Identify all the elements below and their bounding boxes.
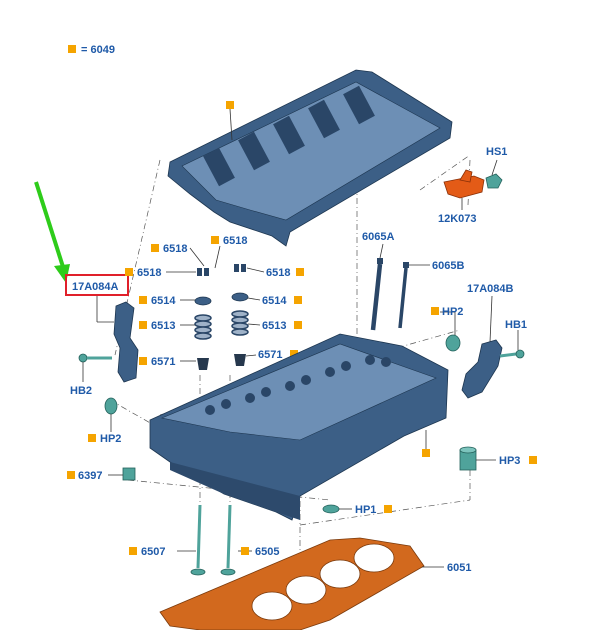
label-6513-b: 6513 [262, 320, 286, 332]
valves-icon [177, 504, 252, 576]
label-hp2-right: HP2 [442, 306, 463, 318]
label-6518-c: 6518 [137, 267, 161, 279]
label-6514-b: 6514 [262, 295, 287, 307]
green-pointer-arrow-icon [34, 181, 70, 283]
bracket-17a084a-icon [113, 301, 139, 383]
label-6051: 6051 [447, 562, 471, 574]
6518-b-marker-icon [211, 236, 219, 244]
6397-marker-icon [67, 471, 75, 479]
label-17a084a: 17A084A [72, 281, 119, 293]
6571-b-marker-icon [290, 350, 298, 358]
bolt-6065a-icon [370, 243, 384, 331]
legend-marker-icon [68, 45, 76, 53]
hp3-marker-icon [529, 456, 537, 464]
label-6507: 6507 [141, 546, 165, 558]
label-6513-a: 6513 [151, 320, 175, 332]
hp2-left-marker-icon [88, 434, 96, 442]
label-hp2-left: HP2 [100, 433, 121, 445]
6514-b-marker-icon [294, 296, 302, 304]
label-hp3: HP3 [499, 455, 520, 467]
camshaft-carrier [167, 69, 453, 247]
6507-marker-icon [129, 547, 137, 555]
6397-plug-icon [108, 467, 136, 481]
valve-train-parts [194, 264, 249, 370]
label-6518-b: 6518 [223, 235, 247, 247]
6514-a-marker-icon [139, 296, 147, 304]
label-6518-a: 6518 [163, 243, 187, 255]
6513-b-marker-icon [294, 321, 302, 329]
hp2-right-icon [440, 311, 461, 352]
hp2-left-icon [104, 397, 118, 432]
head-marker-icon [422, 449, 430, 457]
6513-a-marker-icon [139, 321, 147, 329]
hp1-marker-icon [384, 505, 392, 513]
label-6571-b: 6571 [258, 349, 282, 361]
highlight-box [65, 274, 129, 296]
label-6571-a: 6571 [151, 356, 175, 368]
label-hb1: HB1 [505, 319, 527, 331]
label-6065b: 6065B [432, 260, 464, 272]
label-hp1: HP1 [355, 504, 376, 516]
6505-marker-icon [241, 547, 249, 555]
carrier-marker-icon [226, 101, 234, 109]
hs1-sensor-icon [485, 159, 503, 189]
hb1-bolt-icon [499, 330, 525, 359]
6518-d-marker-icon [296, 268, 304, 276]
label-6514-a: 6514 [151, 295, 176, 307]
legend-text: = 6049 [81, 44, 115, 56]
hp3-icon [459, 446, 496, 471]
label-6518-d: 6518 [266, 267, 290, 279]
bolt-6065b-icon [398, 262, 430, 329]
hp1-plug-icon [322, 504, 352, 514]
label-6065a: 6065A [362, 231, 394, 243]
12k073-actuator-icon [443, 169, 485, 210]
6518-a-marker-icon [151, 244, 159, 252]
hp2-right-marker-icon [431, 307, 439, 315]
label-6397: 6397 [78, 470, 102, 482]
label-hs1: HS1 [486, 146, 507, 158]
label-6505: 6505 [255, 546, 279, 558]
head-gasket [159, 537, 444, 630]
6518-c-marker-icon [125, 268, 133, 276]
label-hb2: HB2 [70, 385, 92, 397]
cylinder-head [149, 333, 449, 521]
label-17a084b: 17A084B [467, 283, 514, 295]
label-12k073: 12K073 [438, 213, 477, 225]
bracket-17a084b-icon [461, 339, 503, 399]
hb2-bolt-icon [78, 353, 112, 382]
6571-a-marker-icon [139, 357, 147, 365]
